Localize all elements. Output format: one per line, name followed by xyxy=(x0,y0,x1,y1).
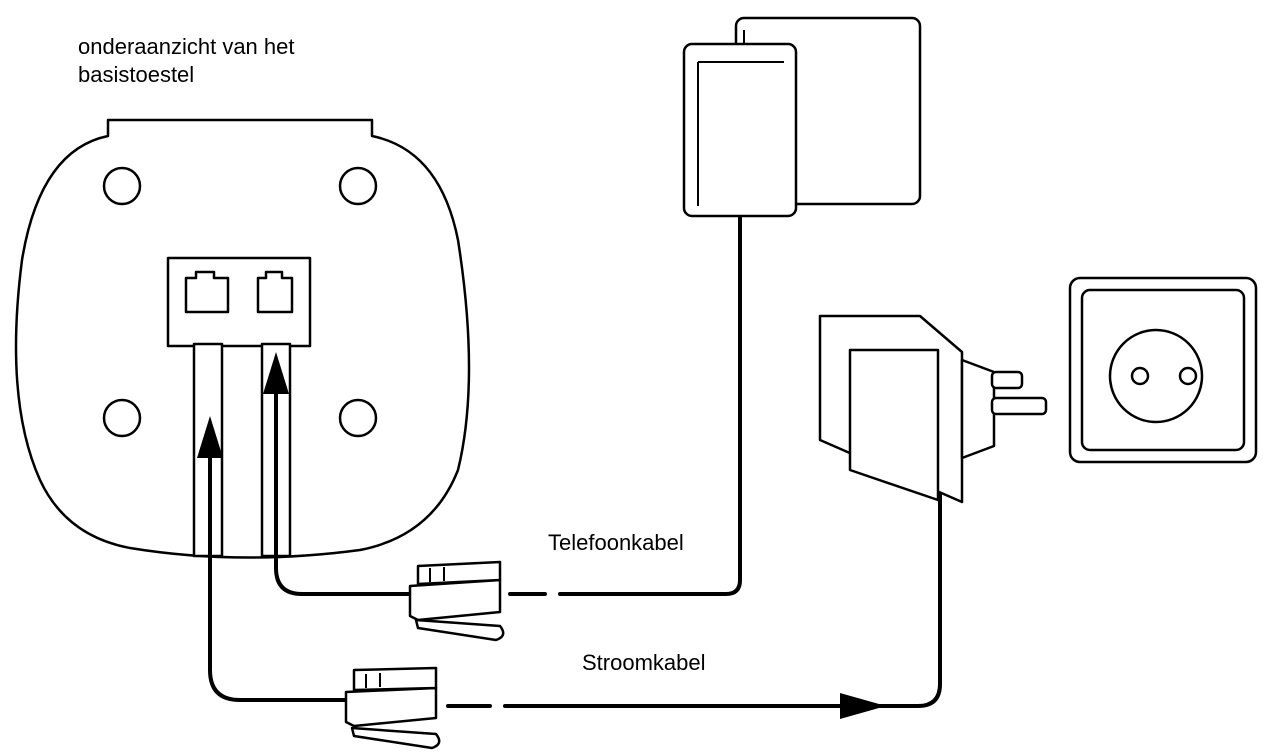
rubber-foot-icon xyxy=(102,166,142,206)
wall-outlet-icon xyxy=(1068,276,1258,464)
phone-connector-plug-icon xyxy=(408,560,505,642)
power-socket-icon xyxy=(184,270,230,314)
arrow-head-icon xyxy=(263,352,289,394)
rubber-foot-icon xyxy=(338,398,378,438)
rubber-foot-icon xyxy=(338,166,378,206)
base-caption-line-1: onderaanzicht van het xyxy=(78,34,295,59)
socket-hole-icon xyxy=(1178,366,1198,386)
power-cable-left xyxy=(208,450,348,702)
base-station-icon xyxy=(14,118,471,559)
base-caption-line-2: basistoestel xyxy=(78,62,194,87)
plug-pin-icon xyxy=(990,370,1024,390)
phone-cable-left xyxy=(274,388,412,596)
arrow-head-icon xyxy=(840,693,886,719)
adapter-cable xyxy=(878,348,942,708)
phone-cable-label: Telefoonkabel xyxy=(548,530,684,555)
power-cable-label: Stroomkabel xyxy=(582,650,706,675)
plug-pin-icon xyxy=(990,396,1048,416)
power-connector-plug-icon xyxy=(344,666,441,750)
phone-socket-icon xyxy=(256,270,294,314)
arrow-head-icon xyxy=(197,416,223,458)
power-adapter-icon xyxy=(818,314,1048,504)
phone-cable-right xyxy=(508,216,742,596)
rubber-foot-icon xyxy=(102,398,142,438)
socket-hole-icon xyxy=(1130,366,1150,386)
phone-wall-jack-icon xyxy=(682,16,922,218)
